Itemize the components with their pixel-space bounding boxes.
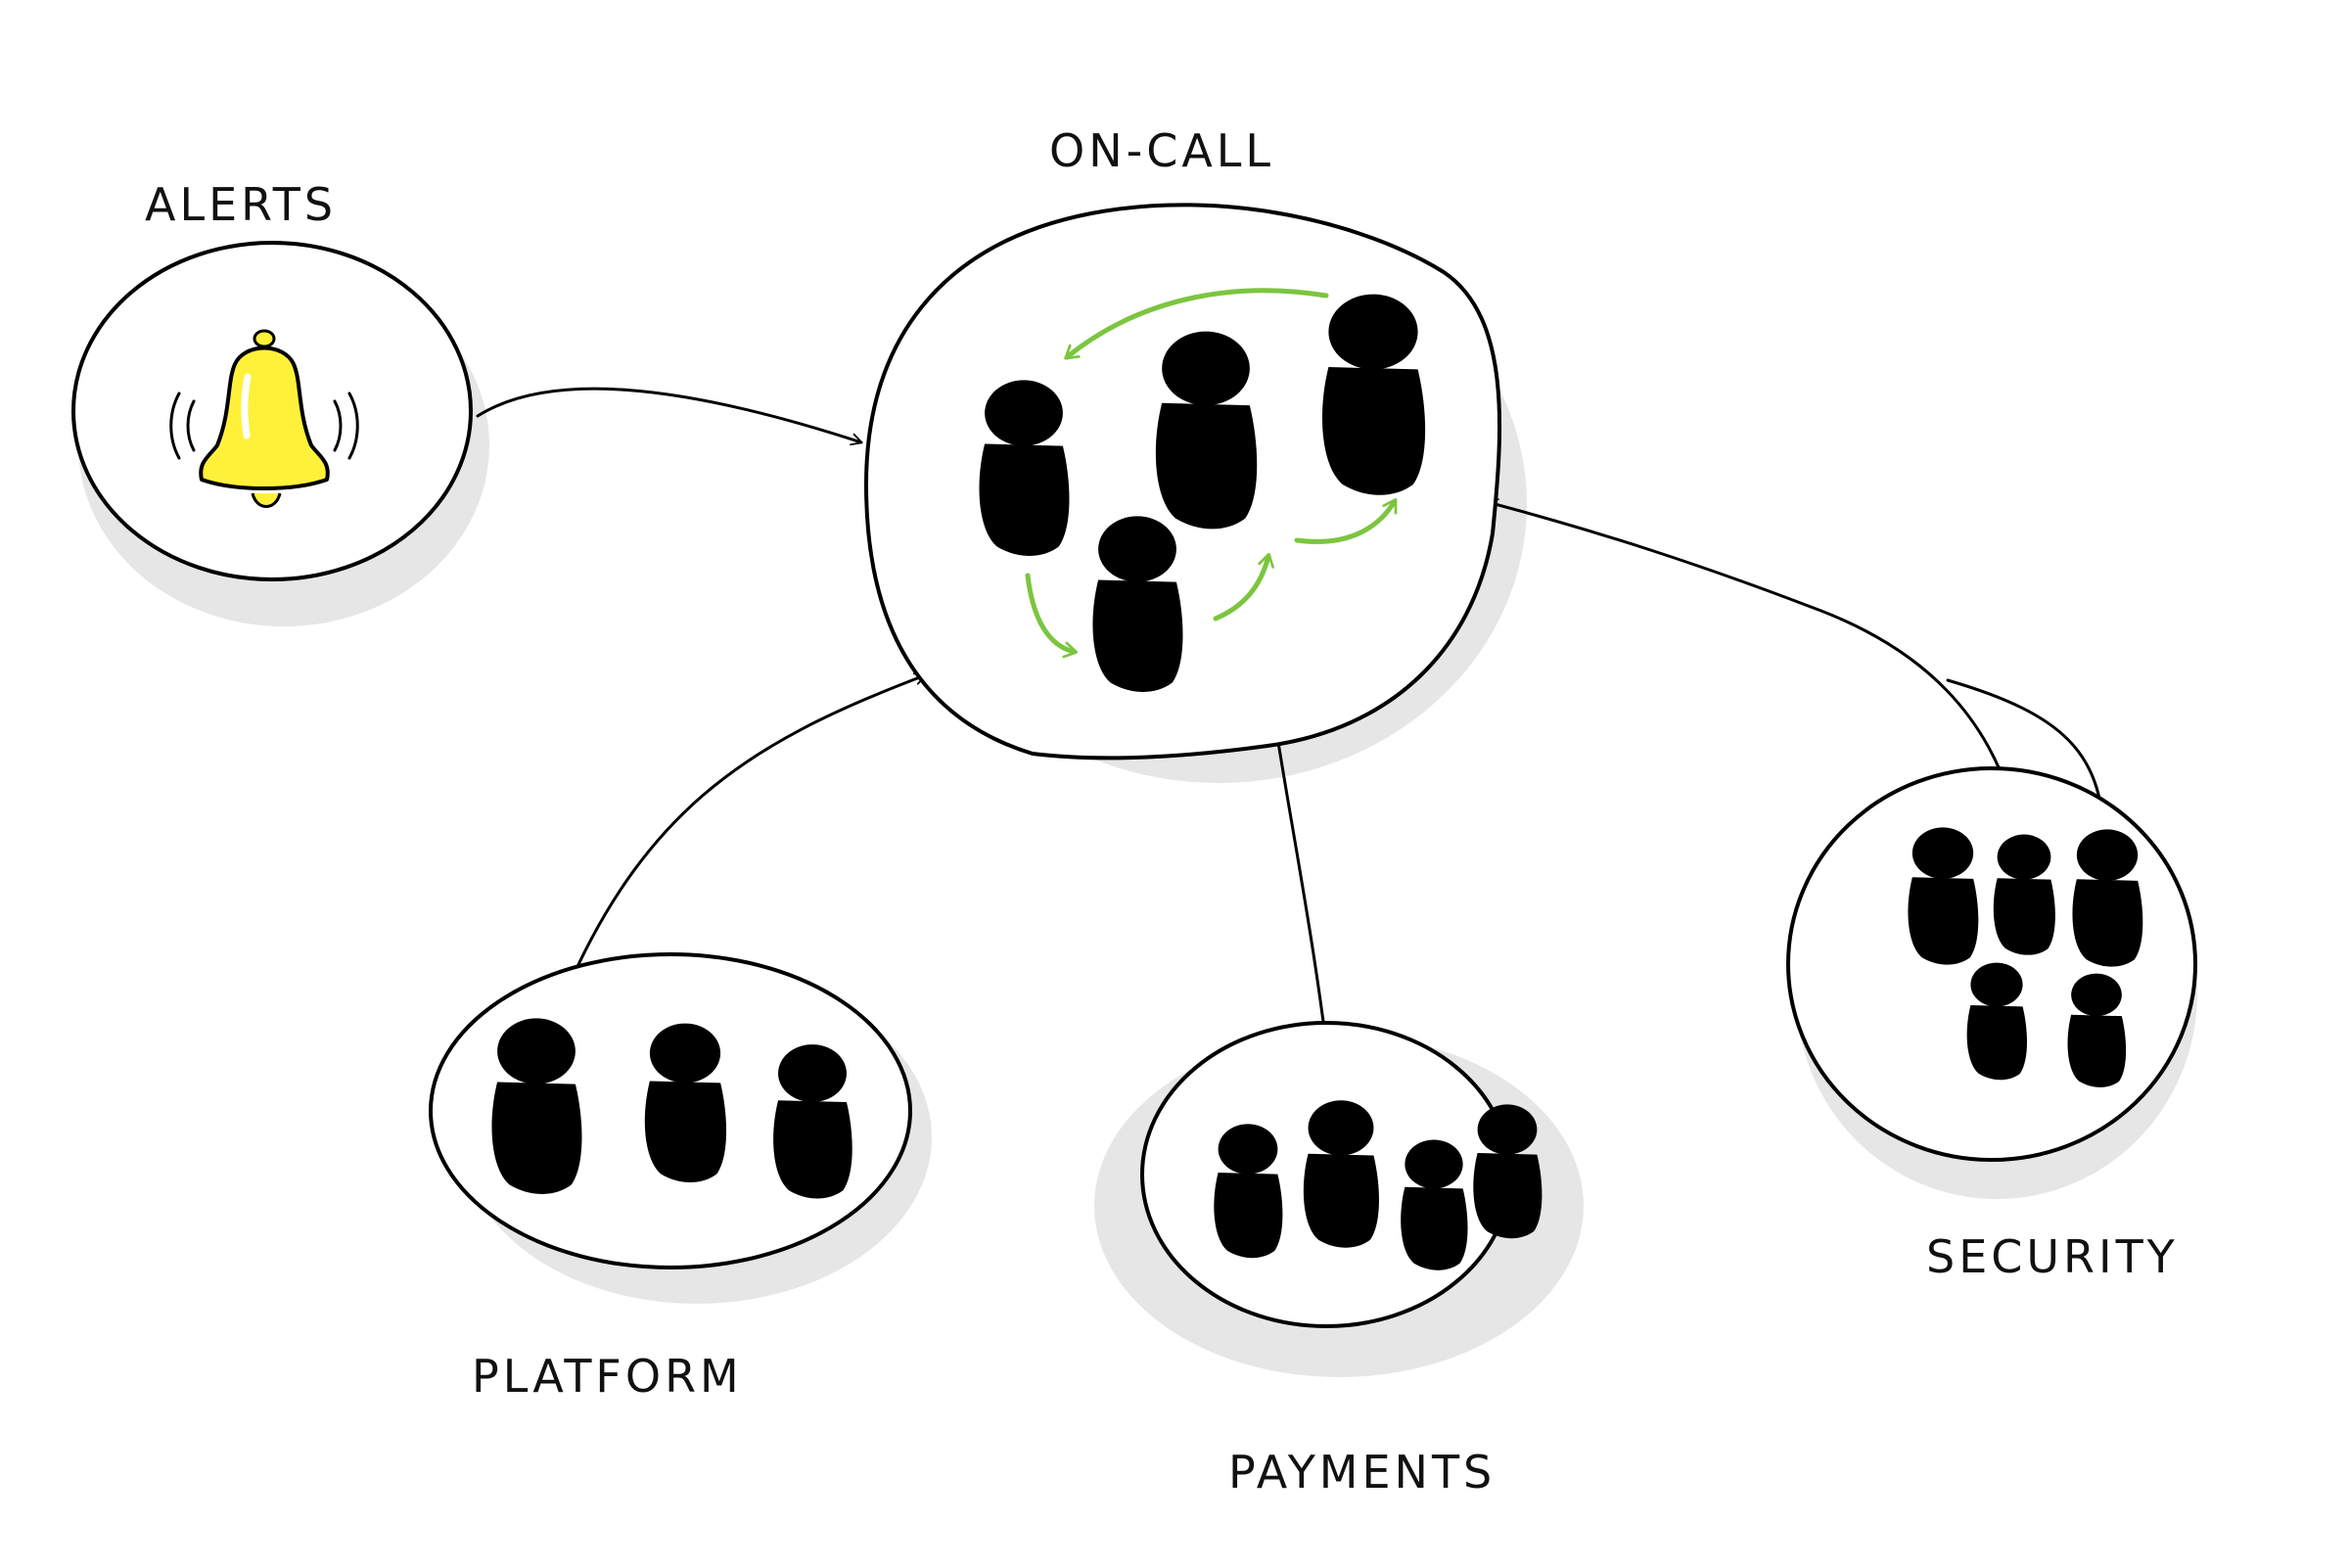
rotation-arrows bbox=[1025, 288, 1398, 659]
person-icon bbox=[1966, 962, 2027, 1081]
alerts-label: ALERTS bbox=[145, 178, 337, 231]
rotation-arrow bbox=[1294, 498, 1398, 544]
person-icon bbox=[644, 1023, 727, 1183]
security-bubble bbox=[1786, 766, 2197, 1162]
rotation-arrow bbox=[1213, 552, 1274, 622]
platform-bubble bbox=[429, 952, 912, 1269]
oncall-bubble bbox=[863, 203, 1502, 761]
person-icon bbox=[1092, 516, 1183, 692]
person-icon bbox=[1155, 331, 1258, 530]
person-icon bbox=[773, 1044, 852, 1199]
person-icon bbox=[1214, 1124, 1283, 1259]
person-icon bbox=[1303, 1100, 1379, 1248]
person-icon bbox=[1401, 1139, 1468, 1270]
person-icon bbox=[1993, 834, 2055, 955]
person-icon bbox=[1908, 827, 1979, 965]
alerts-to-oncall-connector bbox=[476, 387, 863, 446]
rotation-arrow bbox=[1064, 288, 1329, 360]
person-icon bbox=[979, 380, 1070, 556]
rotation-arrow bbox=[1025, 573, 1079, 659]
oncall-label: ON-CALL bbox=[1049, 124, 1274, 177]
platform-to-oncall-connector bbox=[551, 672, 927, 1025]
person-icon bbox=[1321, 294, 1426, 495]
person-icon bbox=[1473, 1104, 1543, 1239]
person-icon bbox=[2072, 829, 2143, 967]
security-to-oncall-connector-1 bbox=[1486, 498, 2022, 839]
bell-icon bbox=[169, 329, 359, 508]
person-icon bbox=[491, 1018, 582, 1194]
platform-label: PLATFORM bbox=[472, 1350, 743, 1403]
payments-label: PAYMENTS bbox=[1228, 1446, 1496, 1499]
payments-bubble bbox=[1140, 1021, 1543, 1328]
security-label: SECURITY bbox=[1926, 1230, 2179, 1283]
person-icon bbox=[2067, 973, 2127, 1087]
alerts-bubble bbox=[71, 241, 473, 581]
